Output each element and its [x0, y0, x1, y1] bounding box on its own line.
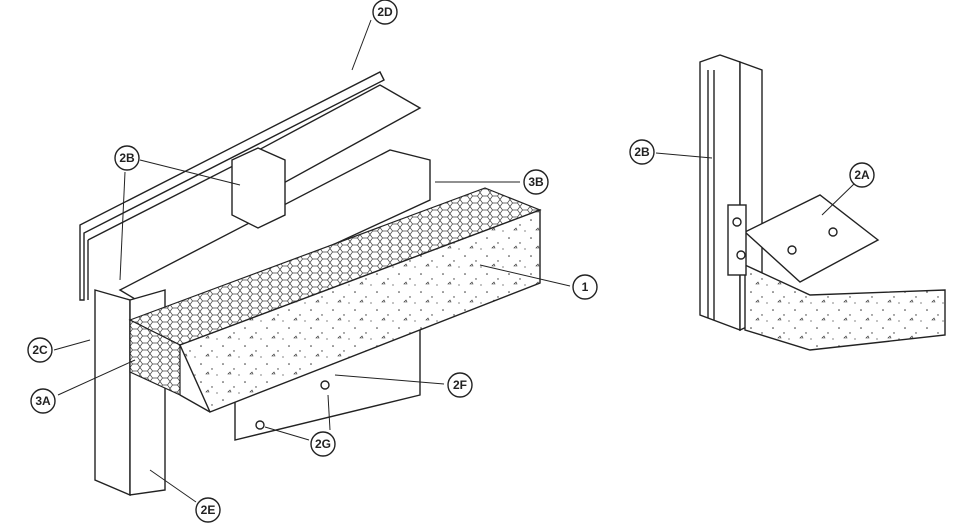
callout-2a: 2A	[849, 162, 875, 188]
callout-2f: 2F	[447, 372, 473, 398]
callout-label: 2D	[377, 5, 393, 19]
beam-front-face	[179, 208, 541, 413]
left-assembly	[79, 71, 542, 497]
callout-label: 2B	[634, 145, 650, 159]
concrete-band	[744, 263, 946, 351]
callout-1: 1	[572, 274, 598, 300]
bolt	[255, 420, 265, 430]
callout-3b: 3B	[523, 169, 549, 195]
callout-2b-right: 2B	[629, 139, 655, 165]
callout-label: 2G	[315, 437, 331, 451]
callout-label: 2F	[453, 378, 467, 392]
callout-label: 2C	[32, 343, 48, 357]
right-detail	[699, 54, 946, 351]
stud-2b	[231, 147, 286, 229]
bolt	[736, 250, 746, 260]
bolt	[787, 245, 797, 255]
plate-2a	[743, 194, 880, 283]
callout-label: 2A	[854, 168, 870, 182]
beam-edge	[179, 394, 211, 413]
bolt	[732, 217, 742, 227]
callout-2e: 2E	[195, 497, 221, 523]
callout-label: 3A	[35, 394, 51, 408]
callout-label: 1	[582, 280, 589, 294]
callout-2b-left: 2B	[114, 145, 140, 171]
callout-label: 3B	[528, 175, 544, 189]
callout-2d: 2D	[372, 0, 398, 25]
leader-lines	[53, 19, 856, 503]
frame-2d	[79, 71, 385, 301]
column-2b	[699, 54, 741, 332]
bolt	[828, 227, 838, 237]
column	[94, 289, 131, 497]
callout-label: 2B	[119, 151, 135, 165]
callout-2g: 2G	[310, 431, 336, 457]
callout-3a: 3A	[30, 388, 56, 414]
callout-2c: 2C	[27, 337, 53, 363]
bolt	[320, 380, 330, 390]
angle-clip	[727, 204, 747, 276]
callout-label: 2E	[201, 503, 216, 517]
